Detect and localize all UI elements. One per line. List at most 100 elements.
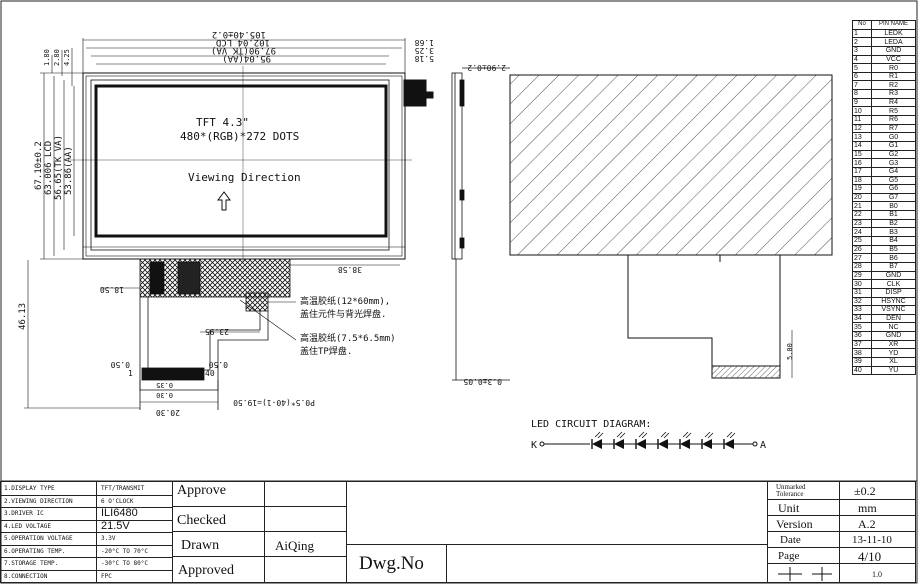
pin-number: 18 [852, 175, 872, 186]
pin-number: 37 [852, 339, 872, 350]
dim-425: 4.25 [63, 49, 71, 66]
dwg-no-label: Dwg.No [347, 545, 447, 582]
pin-number: 9 [852, 97, 872, 108]
dim-aa-height: 53.86(AA) [64, 146, 74, 195]
pin-name: LEDK [871, 28, 916, 39]
dim-280: 2.80 [53, 49, 61, 66]
dim-pitch-formula: P0.5*(40-1)=19.50 [233, 398, 315, 407]
dim-tp-va-width: 97.90(TK VA) [211, 45, 276, 55]
side-fpc-thickness: 0.3±0.05 [463, 377, 502, 386]
top-dimensions [82, 38, 406, 73]
pin-number: 24 [852, 227, 872, 237]
pin-name: B1 [871, 210, 916, 220]
pin-name: YD [871, 348, 916, 358]
pin-number: 36 [852, 331, 872, 341]
led-chain [539, 431, 758, 449]
pin-number: 38 [852, 348, 872, 358]
projection-icon [778, 567, 832, 581]
note2-line2: 盖住TP焊盘. [300, 345, 352, 357]
pin-number: 17 [852, 166, 872, 177]
pin-number: 27 [852, 253, 872, 263]
pin-number: 8 [852, 89, 872, 99]
approve-label: Approve [173, 482, 265, 507]
spec-row: 6.OPERATING TEMP. -20°C TO 70°C [1, 545, 173, 559]
spec-divider [96, 482, 97, 582]
led-diode-icon [635, 431, 658, 449]
pin-number: 10 [852, 106, 872, 117]
led-k-label: K [531, 440, 537, 451]
dim-pitch-right: 0.50 [209, 360, 228, 369]
pin-name: R6 [871, 115, 916, 125]
version-label: Version [767, 516, 839, 532]
spec-key: 4.LED VOLTAGE [4, 522, 51, 530]
dwg-no-area: Dwg.No [347, 544, 767, 582]
pin-name: VSYNC [871, 305, 916, 315]
pin-number: 31 [852, 287, 872, 298]
scale-value: 1.0 [839, 564, 915, 582]
pin-number: 21 [852, 201, 872, 212]
approve-sign [265, 482, 347, 507]
pin-name: HSYNC [871, 296, 916, 307]
pin-name: CLK [871, 279, 916, 289]
pin-number: 12 [852, 123, 872, 134]
pin-number: 4 [852, 54, 872, 65]
spec-key: 6.OPERATING TEMP. [4, 547, 66, 555]
pin-name: XL [871, 357, 916, 367]
page-value: 4/10 [839, 548, 915, 564]
pin-number: 35 [852, 322, 872, 333]
back-view [509, 74, 833, 379]
left-dimensions [24, 48, 140, 409]
projection-symbol [767, 564, 839, 582]
k-terminal [539, 441, 545, 447]
drawn-by: AiQing [265, 532, 347, 557]
pin-number: 23 [852, 218, 872, 229]
pin-number: 11 [852, 115, 872, 125]
pin-1-label: 1 [128, 369, 133, 378]
led-diode-icon [701, 431, 724, 449]
dim-pitch-left: 0.50 [111, 360, 130, 369]
spec-value: TFT/TRANSMIT [101, 485, 145, 492]
note1-line1: 高温胶纸(12*60mm), [300, 295, 390, 307]
approved-label: Approved [173, 557, 265, 582]
pin-name: B3 [871, 227, 916, 237]
pin-number: 7 [852, 80, 872, 91]
spec-value: FPC [101, 572, 112, 580]
checked-sign [265, 507, 347, 532]
led-diode-icon [679, 431, 702, 449]
dim-outline-height: 67.10±0.2 [34, 141, 44, 190]
pin-name: VCC [871, 54, 916, 65]
pin-number: 3 [852, 45, 872, 56]
spec-key: 3.DRIVER IC [4, 510, 44, 517]
pin-name: DISP [871, 287, 916, 298]
tolerance-value: ±0.2 [839, 482, 915, 500]
up-arrow-icon [217, 191, 231, 211]
pin-number: 14 [852, 140, 872, 151]
pin-number: 25 [852, 236, 872, 246]
spec-value: 6 O'CLOCK [101, 497, 134, 505]
pin-name: R1 [871, 71, 916, 82]
pin-name: R2 [871, 80, 916, 91]
led-diode-icon [591, 431, 614, 449]
pin-name: GND [871, 270, 916, 281]
pin-number: 26 [852, 244, 872, 255]
pin-name: R5 [871, 106, 916, 117]
checked-label: Checked [173, 507, 265, 532]
spec-value: -20°C TO 70°C [101, 547, 148, 555]
spec-value: -30°C TO 80°C [101, 560, 148, 567]
